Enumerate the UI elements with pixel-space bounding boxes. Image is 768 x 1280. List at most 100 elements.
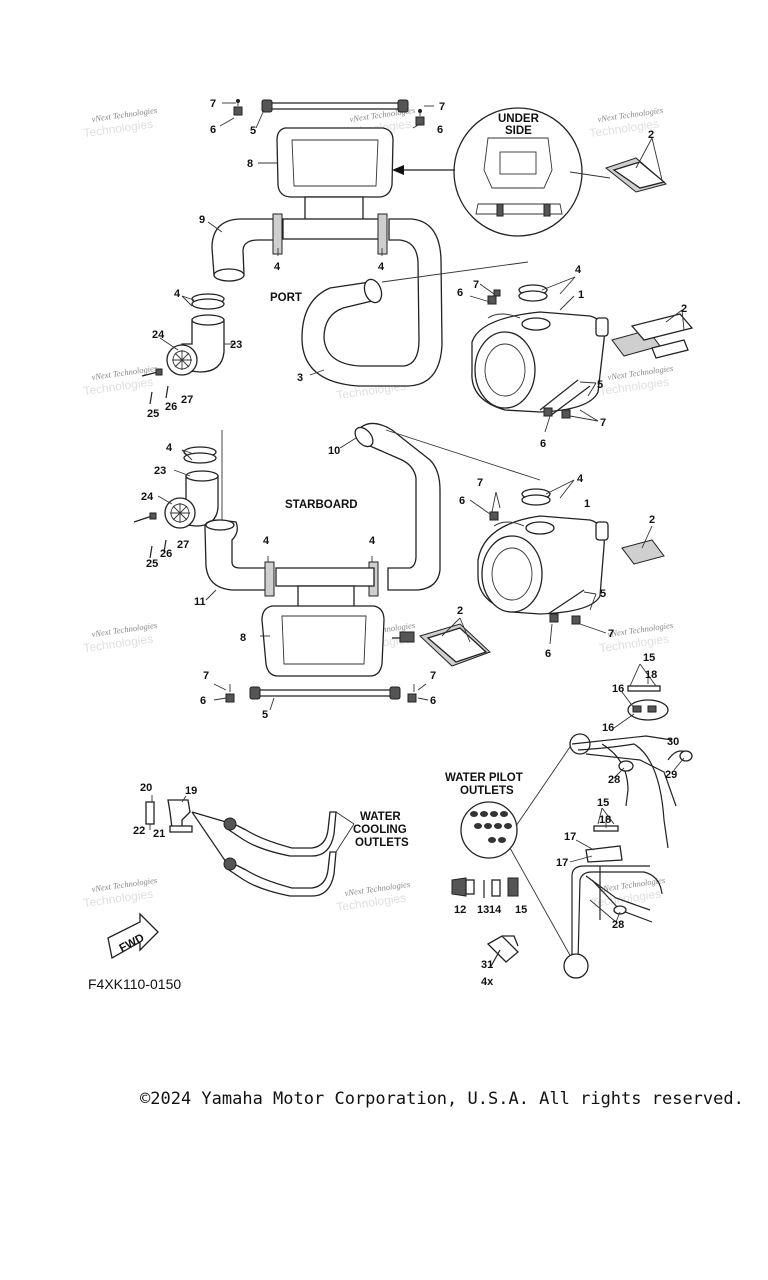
- diagram-code: F4XK110-0150: [88, 976, 182, 992]
- svg-text:SIDE: SIDE: [505, 125, 532, 137]
- callout: 7: [210, 98, 216, 110]
- callout: 7: [430, 670, 436, 682]
- watermark: Technologies vNext Technologies: [599, 363, 675, 398]
- hose-9: [211, 218, 276, 282]
- filter-sheet-bottom: [392, 623, 491, 667]
- callout: 4: [575, 264, 582, 276]
- water-cooling-label-line3: OUTLETS: [355, 837, 409, 849]
- callout: 3: [297, 372, 303, 384]
- callout: 6: [457, 287, 463, 299]
- clamp-port-airbox: [518, 284, 548, 302]
- callout: 6: [210, 124, 216, 136]
- callout: 2: [681, 303, 687, 315]
- port-label: PORT: [270, 292, 302, 304]
- watermark: Technologies vNext Technologies: [83, 620, 159, 655]
- pilot-fittings: [451, 877, 519, 898]
- callout: 10: [328, 445, 340, 457]
- screws-port: [141, 368, 169, 405]
- callout: 29: [665, 769, 677, 781]
- water-pilot-label-line1: WATER PILOT: [445, 772, 523, 784]
- sleeve-top-right: [377, 213, 388, 255]
- callout: 6: [200, 695, 206, 707]
- watermark: Technologies vNext Technologies: [83, 363, 159, 398]
- copyright-notice: ©2024 Yamaha Motor Corporation, U.S.A. A…: [140, 1089, 744, 1109]
- watermark: Technologies vNext Technologies: [336, 879, 412, 914]
- hose-11: [204, 519, 267, 591]
- callout: 28: [608, 774, 620, 786]
- callout: 5: [600, 588, 606, 600]
- callout: 5: [250, 125, 256, 137]
- callout: 7: [600, 417, 606, 429]
- mount-starboard-upper: [489, 511, 525, 527]
- callout: 4x: [481, 976, 494, 988]
- callout: 23: [230, 339, 242, 351]
- callout: 14: [489, 904, 502, 916]
- callout: 7: [203, 670, 209, 682]
- water-pilot-label-line2: OUTLETS: [460, 785, 514, 797]
- callout: 4: [263, 535, 270, 547]
- callout: 5: [597, 379, 603, 391]
- strap-top: [261, 99, 409, 113]
- callout: 16: [612, 683, 624, 695]
- callout: 4: [378, 261, 385, 273]
- screws-starboard: [133, 512, 167, 559]
- starboard-label: STARBOARD: [285, 499, 358, 511]
- callout: 17: [556, 857, 568, 869]
- leader-lines-lower: [151, 663, 685, 923]
- callout: 6: [437, 124, 443, 136]
- watermark: Technologies vNext Technologies: [589, 105, 665, 140]
- strap-bottom: [249, 686, 401, 700]
- callout: 23: [154, 465, 166, 477]
- callout: 2: [648, 129, 654, 141]
- callout: 6: [459, 495, 465, 507]
- callout: 4: [274, 261, 281, 273]
- callout: 9: [199, 214, 205, 226]
- callout: 15: [597, 797, 609, 809]
- callout: 18: [599, 814, 611, 826]
- callout: 20: [140, 782, 152, 794]
- callout: 26: [160, 548, 172, 560]
- callout: 6: [430, 695, 436, 707]
- watermark: Technologies vNext Technologies: [83, 105, 159, 140]
- elbow-vent-starboard: [164, 470, 219, 529]
- callout: 22: [133, 825, 145, 837]
- hose-clamp-port: [191, 293, 225, 310]
- hose-3: [301, 218, 443, 387]
- elbow-vent-port: [166, 314, 225, 376]
- svg-text:UNDER: UNDER: [498, 113, 540, 125]
- hose-routing: [563, 685, 693, 979]
- part-31-connector: [486, 935, 519, 969]
- callout: 26: [165, 401, 177, 413]
- callout: 5: [262, 709, 268, 721]
- callout: 25: [147, 408, 159, 420]
- arrow-head: [392, 165, 404, 175]
- watermark: Technologies vNext Technologies: [83, 875, 159, 910]
- mount-port-upper: [487, 289, 521, 319]
- callout: 7: [608, 628, 614, 640]
- callout: 17: [564, 831, 576, 843]
- filter-sheets-port: [611, 313, 694, 359]
- water-pilot-detail: [460, 743, 577, 967]
- water-cooling-hoses: [145, 799, 355, 897]
- callout: 27: [181, 394, 193, 406]
- callout: 2: [457, 605, 463, 617]
- callout: 31: [481, 959, 493, 971]
- clamp-starboard-airbox: [521, 488, 551, 506]
- water-cooling-label-line1: WATER: [360, 811, 401, 823]
- callout: 1: [578, 289, 584, 301]
- callout: 6: [545, 648, 551, 660]
- leader-lines: [157, 102, 685, 711]
- callout: 7: [473, 279, 479, 291]
- callout: 18: [645, 669, 657, 681]
- callout: 15: [515, 904, 527, 916]
- filter-sheet-top: [604, 157, 668, 193]
- callout-numbers: 7 6 5 7 6 8 9 4 4 2 4 7 6 1 2 4 24 23 3 …: [133, 98, 687, 988]
- strap-starboard-lower: [547, 589, 585, 625]
- callout: 24: [152, 329, 165, 341]
- callout: 4: [577, 473, 584, 485]
- water-cooling-label-line2: COOLING: [353, 824, 407, 836]
- callout: 2: [649, 514, 655, 526]
- intake-box-bottom: [261, 567, 385, 677]
- callout: 16: [602, 722, 614, 734]
